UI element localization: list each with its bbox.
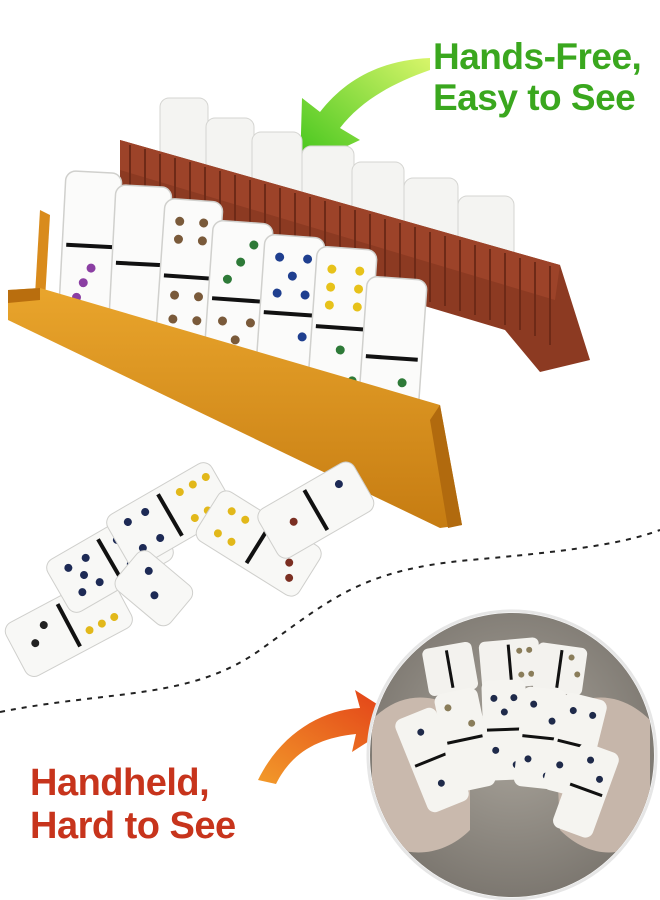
heading-line: Easy to See <box>433 77 636 119</box>
front-rack-wall <box>35 210 50 300</box>
hands-free-heading: Hands-Free, Easy to See <box>433 36 642 119</box>
handheld-heading: Handheld, Hard to See <box>30 762 236 847</box>
heading-line: Hands-Free, <box>433 36 642 77</box>
curved-arrow-down-left-icon <box>300 58 430 168</box>
dashed-divider <box>0 529 660 713</box>
curved-arrow-right-icon <box>258 690 402 784</box>
heading-line: Hard to See <box>30 804 236 847</box>
table-dominoes <box>4 461 375 677</box>
handheld-photo <box>366 609 658 900</box>
heading-line: Handheld, <box>30 762 210 804</box>
